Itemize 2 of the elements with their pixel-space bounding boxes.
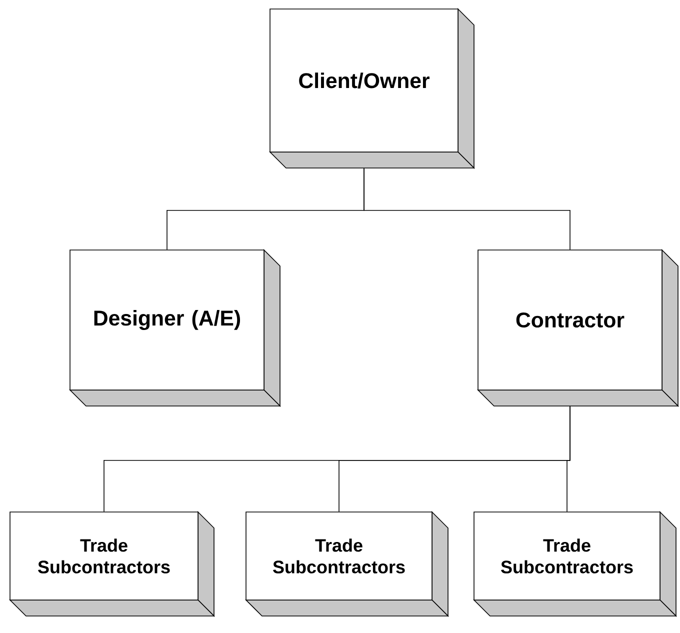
connector-line [364,168,570,250]
connector-line [566,406,570,512]
